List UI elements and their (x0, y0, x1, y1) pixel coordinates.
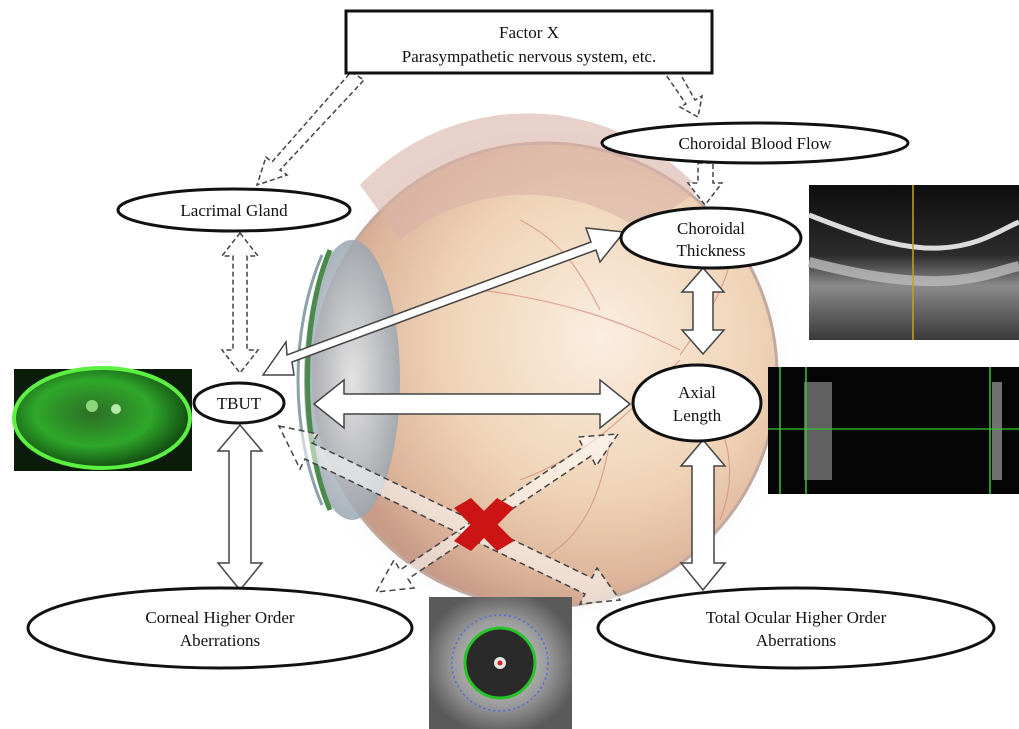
aberrometry-center (498, 661, 503, 666)
node-label: Thickness (677, 241, 746, 260)
node-label: Length (673, 406, 722, 425)
fluorescein-image (14, 368, 192, 471)
node-label: Choroidal (677, 219, 745, 238)
biometry-retinal-echo (992, 382, 1002, 480)
node-choroidal-thickness: Choroidal Thickness (621, 208, 801, 268)
node-choroidal-blood-flow: Choroidal Blood Flow (602, 123, 908, 163)
oct-image (809, 185, 1019, 340)
factor-x-box: Factor X Parasympathetic nervous system,… (346, 11, 712, 73)
node-label: Total Ocular Higher Order (706, 608, 887, 627)
biometry-image (768, 367, 1019, 494)
node-tbut: TBUT (194, 383, 284, 423)
node-label: Axial (678, 383, 716, 402)
node-shape (28, 588, 412, 668)
node-total-hoa: Total Ocular Higher Order Aberrations (598, 588, 994, 668)
node-shape (633, 365, 761, 441)
node-label: Aberrations (180, 631, 260, 650)
factor-x-subtitle: Parasympathetic nervous system, etc. (402, 47, 656, 66)
aberrometry-image (429, 597, 572, 729)
dashed-arrow-factor-to-lacrimal (257, 72, 364, 185)
dashed-arrow-factor-to-blood-flow (664, 68, 702, 117)
oct-image-bg (809, 185, 1019, 340)
node-label: TBUT (217, 394, 262, 413)
node-label: Choroidal Blood Flow (678, 134, 832, 153)
node-shape (598, 588, 994, 668)
factor-x-title: Factor X (499, 23, 559, 42)
fluorescein-cornea (14, 368, 190, 468)
node-corneal-hoa: Corneal Higher Order Aberrations (28, 588, 412, 668)
fluorescein-spot (111, 404, 121, 414)
node-label: Lacrimal Gland (180, 201, 288, 220)
node-label: Corneal Higher Order (145, 608, 295, 627)
node-lacrimal-gland: Lacrimal Gland (118, 189, 350, 231)
fluorescein-spot (86, 400, 98, 412)
node-axial-length: Axial Length (633, 365, 761, 441)
arrow-tbut-corneal-aberrations (218, 425, 262, 590)
biometry-anterior-echo (804, 382, 832, 480)
dashed-arrow-lacrimal-tbut (222, 233, 258, 373)
node-label: Aberrations (756, 631, 836, 650)
